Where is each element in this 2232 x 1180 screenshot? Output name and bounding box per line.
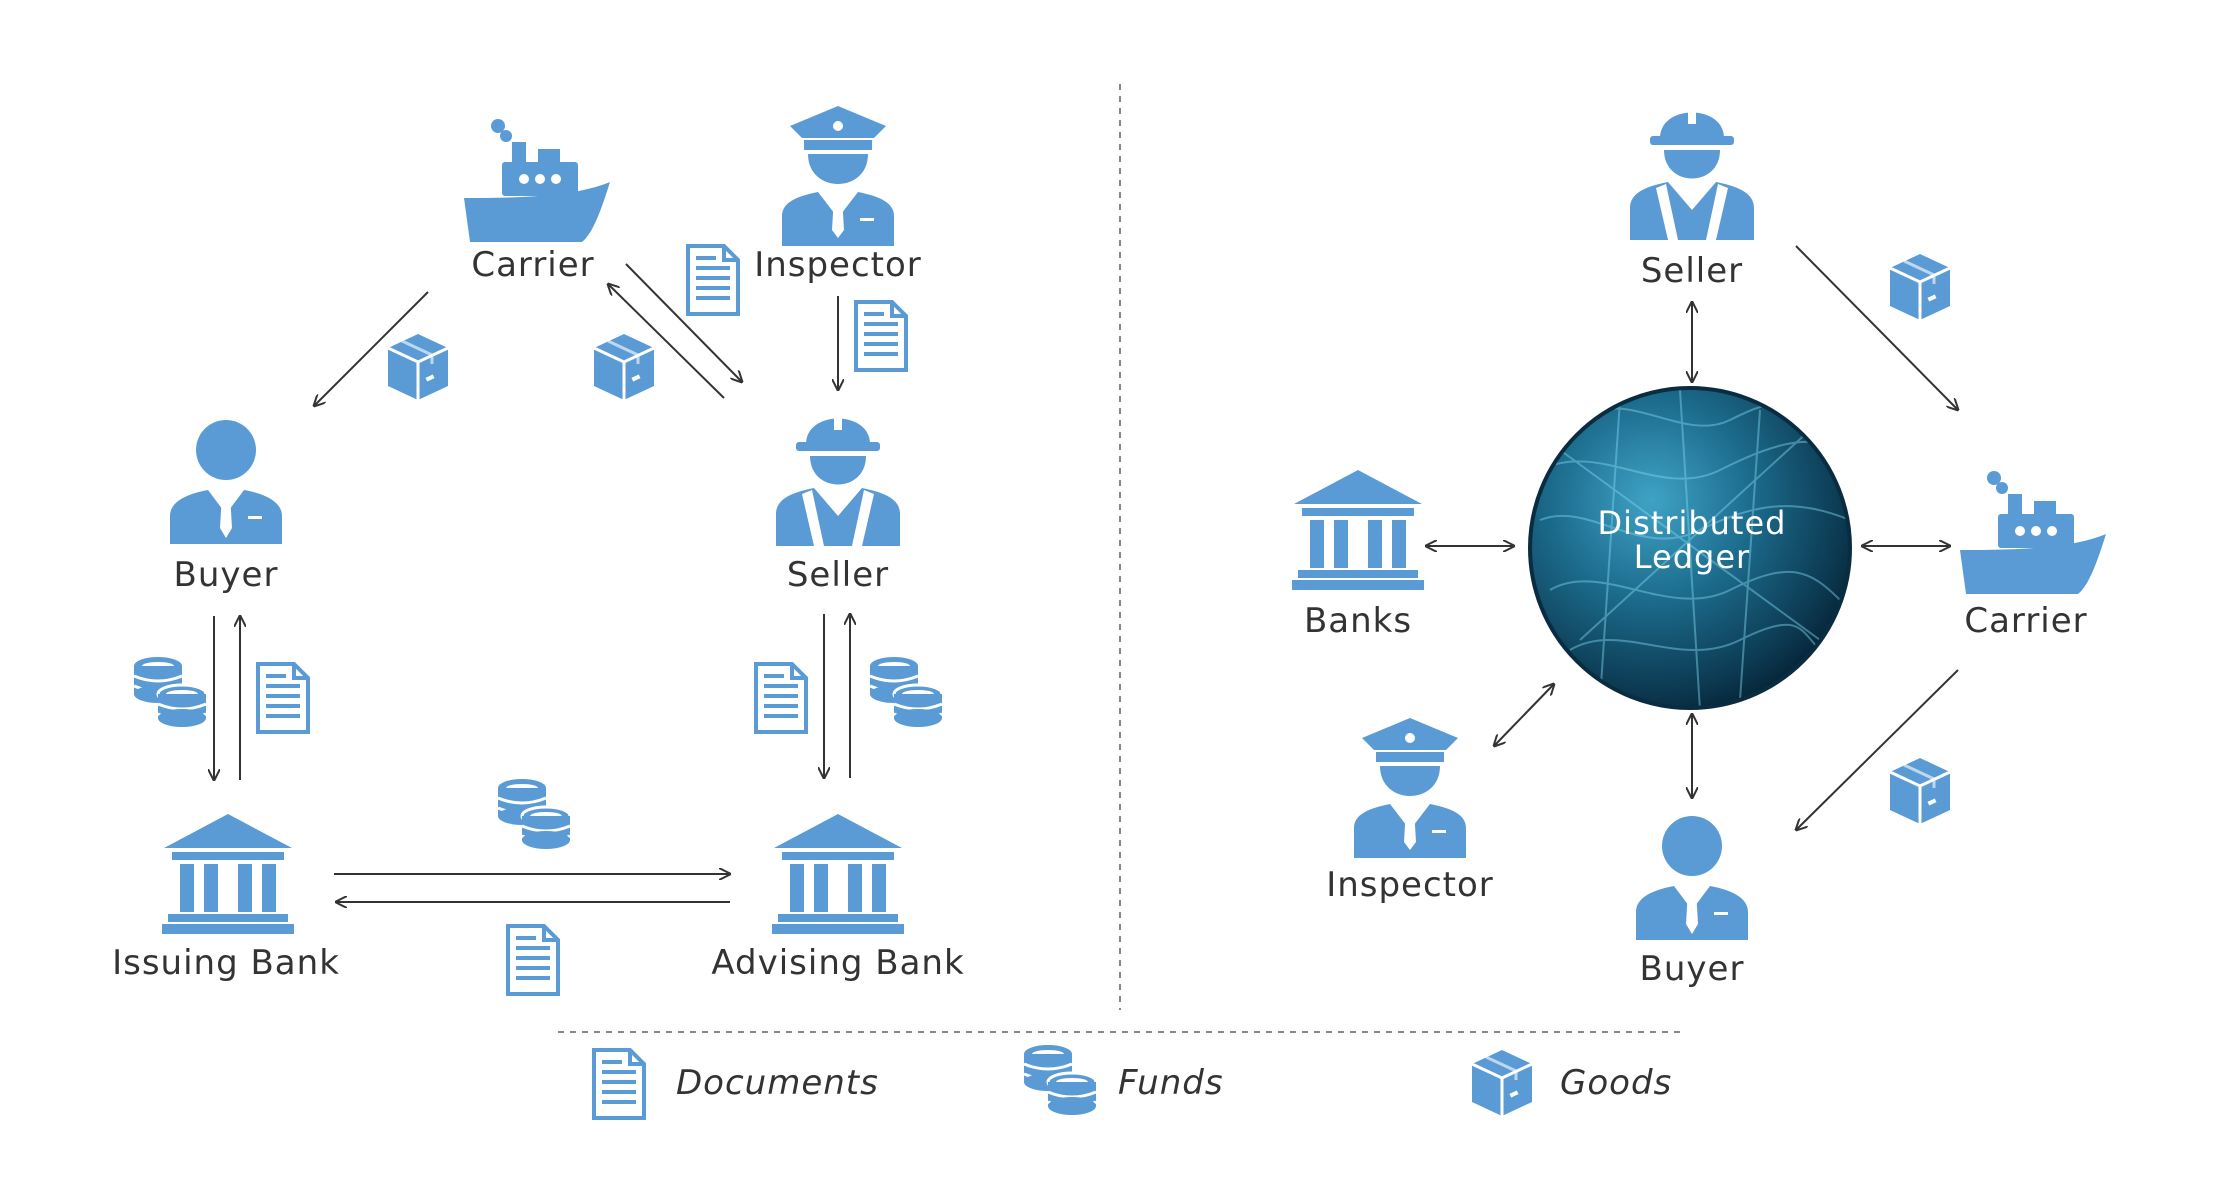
buyer-icon xyxy=(170,420,282,544)
left-panel: Carrier Inspector Buyer Seller Issuing B… xyxy=(112,106,964,996)
document-icon xyxy=(754,662,808,734)
goods-icon xyxy=(592,332,656,402)
node-label-carrier: Carrier xyxy=(471,245,594,285)
funds-icon xyxy=(868,655,944,729)
node-label-advising-bank: Advising Bank xyxy=(711,943,964,983)
ledger-arrows xyxy=(1426,245,1959,830)
funds-icon xyxy=(496,777,572,851)
ledger-label-line1: Distributed xyxy=(1598,504,1787,542)
ship-icon xyxy=(464,119,610,242)
ledger-label-line2: Ledger xyxy=(1634,538,1750,576)
legend-goods: Goods xyxy=(1560,1063,1672,1103)
node-label-banks: Banks xyxy=(1304,601,1412,641)
funds-icon xyxy=(1022,1043,1098,1117)
goods-icon xyxy=(1470,1048,1534,1118)
funds-icon xyxy=(132,655,208,729)
goods-icon xyxy=(1888,756,1952,826)
inspector-icon xyxy=(782,106,894,246)
node-label-issuing-bank: Issuing Bank xyxy=(112,943,340,983)
goods-icon xyxy=(1888,252,1952,322)
seller-icon xyxy=(1630,102,1754,240)
document-icon xyxy=(854,300,908,372)
seller-icon xyxy=(776,408,900,546)
goods-icon xyxy=(386,332,450,402)
node-label-buyer: Buyer xyxy=(174,555,279,595)
node-label-inspector: Inspector xyxy=(754,245,922,285)
arrow-carrier-to-buyer xyxy=(1796,669,1959,830)
document-icon xyxy=(592,1048,646,1120)
buyer-icon xyxy=(1636,816,1748,940)
node-label-buyer: Buyer xyxy=(1640,949,1745,989)
document-icon xyxy=(506,924,560,996)
node-label-seller: Seller xyxy=(1641,251,1743,291)
arrow-carrier-to-buyer xyxy=(314,291,429,406)
bank-icon xyxy=(1292,470,1424,590)
arrow-seller-to-carrier xyxy=(1795,245,1958,410)
node-label-carrier: Carrier xyxy=(1964,601,2087,641)
globe-icon: Distributed Ledger xyxy=(1528,386,1852,710)
bank-icon xyxy=(772,814,904,934)
bank-icon xyxy=(162,814,294,934)
node-label-inspector: Inspector xyxy=(1326,865,1494,905)
legend: Documents Funds Goods xyxy=(558,1031,1684,1120)
inspector-icon xyxy=(1354,718,1466,858)
document-icon xyxy=(686,244,740,316)
document-icon xyxy=(256,662,310,734)
arrow-seller-to-carrier xyxy=(608,284,725,399)
right-panel: Distributed Ledger Seller Banks Carrier … xyxy=(1292,102,2106,989)
arrow-inspector-ledger xyxy=(1494,684,1554,746)
node-label-seller: Seller xyxy=(787,555,889,595)
ship-icon xyxy=(1960,471,2106,594)
legend-funds: Funds xyxy=(1118,1063,1224,1103)
legend-documents: Documents xyxy=(676,1063,879,1103)
arrow-carrier-to-seller xyxy=(625,263,742,382)
flow-arrows xyxy=(214,263,850,902)
